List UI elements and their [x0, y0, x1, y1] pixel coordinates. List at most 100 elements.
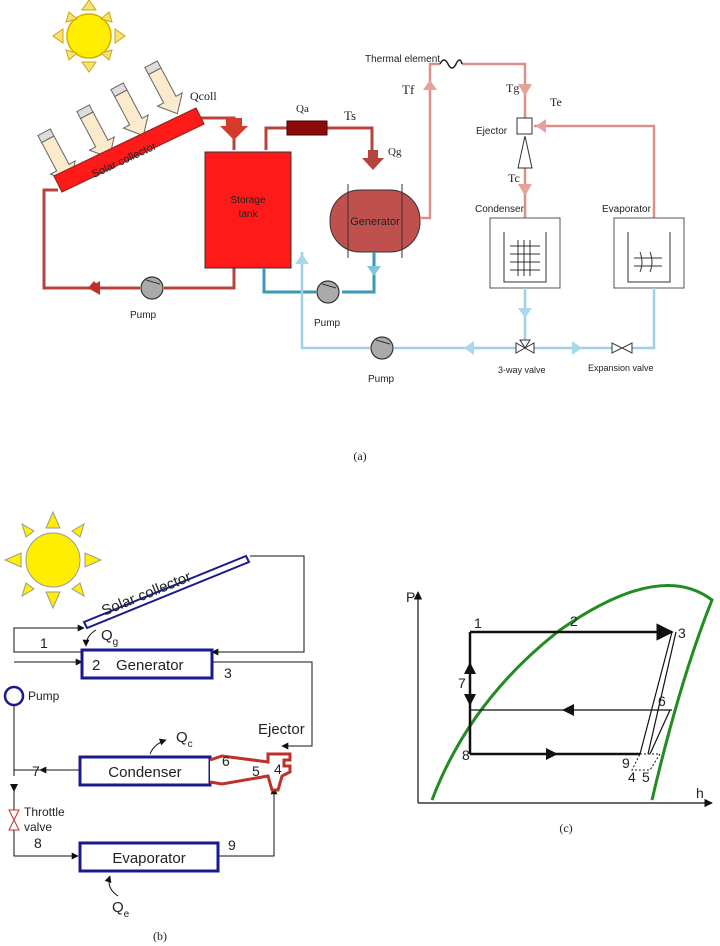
thermal-element-label: Thermal element	[365, 54, 440, 65]
panel-c: P h 1 2 3 4 5 6 7 8 9 (c)	[406, 583, 714, 835]
state-5-label: 5	[642, 769, 650, 785]
cycle-arrow-left	[562, 704, 574, 716]
refrigerant-hot-pipes	[420, 62, 656, 220]
state-9-label: 9	[622, 755, 630, 771]
node-1-label: 1	[40, 635, 48, 651]
state-2-label: 2	[570, 613, 578, 629]
qg-label: Qg	[388, 146, 402, 158]
p-axis-label: P	[406, 589, 415, 605]
refrigerant-arrow-left	[536, 119, 546, 133]
qg-arrow	[362, 150, 384, 170]
pump-2-label: Pump	[314, 318, 341, 329]
three-way-valve-label: 3-way valve	[498, 365, 546, 375]
evaporator	[613, 217, 685, 289]
caption-a: (a)	[353, 449, 366, 463]
state-1-label: 1	[474, 615, 482, 631]
node-6-label: 6	[222, 753, 230, 769]
qc-arrow	[149, 738, 167, 755]
generator	[80, 648, 214, 680]
tf-label: Tf	[402, 82, 415, 97]
storage-tank	[204, 151, 292, 269]
qa-label: Qa	[296, 103, 309, 115]
ejector-label: Ejector	[258, 721, 305, 738]
refrigerant-arrow-down-1	[518, 84, 532, 96]
panel-b: Solar collector Pump Throttle 2 Gene	[3, 510, 313, 943]
qg-label: Qg	[101, 627, 118, 648]
pump-icon	[140, 276, 164, 300]
te-label: Te	[550, 95, 562, 109]
state-3-label: 3	[678, 625, 686, 641]
solar-collector	[82, 554, 251, 630]
tc-label: Tc	[508, 171, 520, 185]
ejector	[209, 752, 292, 792]
pump-label: Pump	[28, 689, 60, 703]
cold-loop-pipes	[262, 252, 376, 294]
generator-label: Generator	[116, 657, 184, 674]
pump-icon	[3, 685, 25, 707]
refrigerant-arrow-down-2	[518, 184, 532, 196]
cycle-lines	[468, 623, 677, 756]
expansion-valve-icon	[611, 342, 633, 354]
throttle-valve-icon	[8, 809, 20, 831]
three-way-valve-icon	[515, 339, 535, 354]
node-8-label: 8	[34, 835, 42, 851]
hot-loop-arrow-head	[88, 281, 100, 295]
node-5-label: 5	[252, 763, 260, 779]
ejector-diffuser	[517, 135, 533, 169]
state-8-label: 8	[462, 747, 470, 763]
sun-icon	[52, 0, 126, 73]
liquid-arrow-up	[295, 254, 309, 264]
condenser-label: Condenser	[475, 204, 525, 215]
h-axis-label: h	[696, 785, 704, 801]
generator: Generator	[329, 184, 421, 258]
thermal-element-icon	[439, 59, 463, 69]
caption-b: (b)	[153, 929, 167, 943]
state-4-5-box	[631, 753, 661, 771]
ts-label: Ts	[344, 108, 356, 123]
state-7-label: 7	[458, 675, 466, 691]
refrigerant-arrow-up	[423, 80, 437, 90]
generator-label: Generator	[350, 216, 400, 228]
liquid-arrow-down	[518, 308, 532, 318]
sun-icon	[3, 510, 103, 610]
node-2-label: 2	[92, 657, 100, 674]
cycle-arrow-right	[546, 748, 558, 760]
qa-heater	[286, 120, 328, 136]
state-4-label: 4	[628, 769, 636, 785]
evaporator	[78, 841, 220, 873]
qc-label: Qc	[176, 729, 193, 750]
node-4-label: 4	[274, 761, 282, 777]
condenser	[489, 217, 561, 289]
pump-1-label: Pump	[130, 310, 157, 321]
ejector	[516, 117, 533, 135]
cycle-arrow-up	[464, 662, 476, 674]
liquid-arrow-left	[464, 341, 474, 355]
condenser	[78, 755, 212, 787]
refrigerant-cold-pipes	[300, 252, 656, 350]
ejector-label: Ejector	[476, 126, 508, 137]
cycle-arrow-down	[464, 694, 476, 706]
caption-c: (c)	[559, 821, 572, 835]
throttle-label-1: Throttle	[24, 805, 65, 819]
pump-3-label: Pump	[368, 374, 395, 385]
qcoll-label: Qcoll	[190, 89, 217, 103]
liquid-arrow-right	[572, 341, 582, 355]
node-3-label: 3	[224, 665, 232, 681]
node-9-label: 9	[228, 837, 236, 853]
state-6-label: 6	[658, 693, 666, 709]
pump-icon	[370, 336, 394, 360]
tg-label: Tg	[506, 81, 519, 95]
condenser-label: Condenser	[108, 764, 181, 781]
throttle-arrow	[10, 784, 18, 792]
expansion-valve-label: Expansion valve	[588, 363, 654, 373]
evaporator-label: Evaporator	[602, 204, 652, 215]
qg-arrow	[82, 629, 97, 647]
qe-arrow	[104, 875, 119, 897]
node-7-label: 7	[32, 763, 40, 779]
solar-collector-label: Solar collector	[99, 568, 193, 619]
throttle-label-2: valve	[24, 820, 53, 834]
qe-label: Qe	[112, 899, 130, 920]
